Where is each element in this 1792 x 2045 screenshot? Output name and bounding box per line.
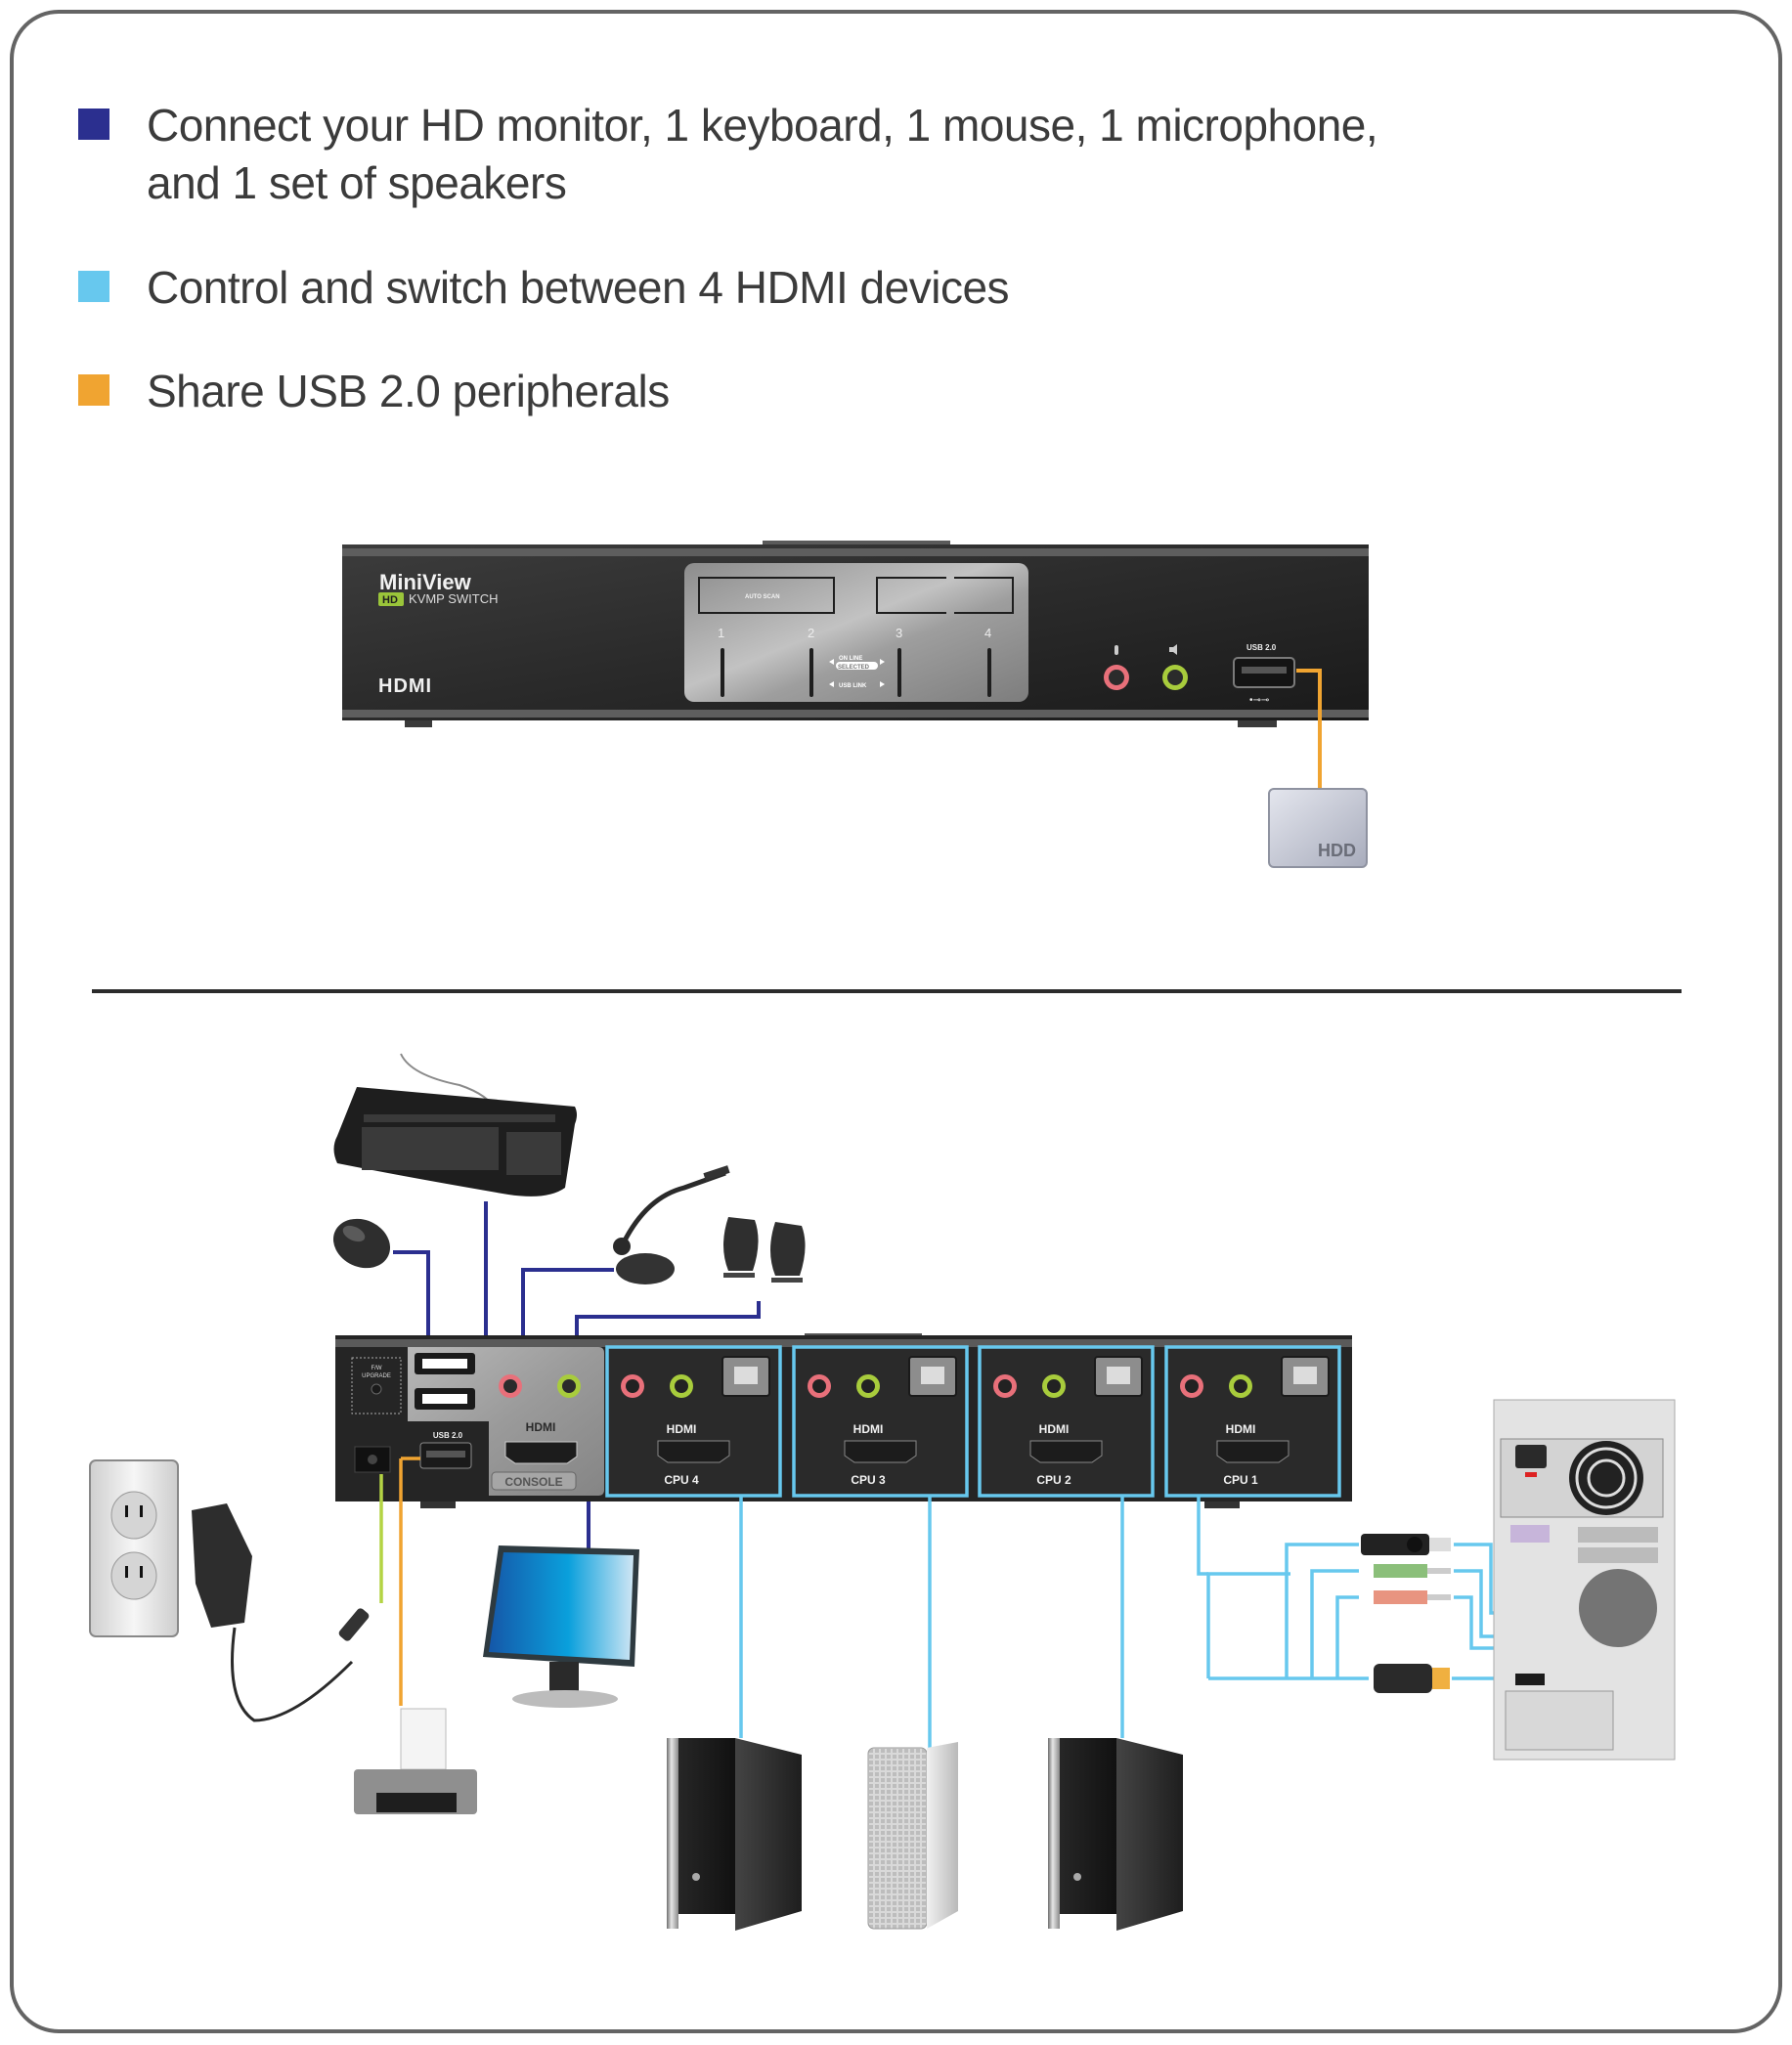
auto-scan-label: AUTO SCAN xyxy=(745,594,780,600)
bullet-square-orange-icon xyxy=(78,374,109,406)
microphone-device xyxy=(613,1165,730,1284)
usb-symbol-icon: •⊸⊸ xyxy=(1249,695,1269,706)
cpu-hdmi-port[interactable] xyxy=(844,1440,917,1463)
arrow-left-icon xyxy=(829,681,834,687)
computer-cpu4 xyxy=(667,1738,802,1931)
monitor-device xyxy=(483,1545,639,1708)
diagram-frame xyxy=(10,10,1782,2033)
led-bar-1-icon xyxy=(721,648,724,697)
computer-cpu2 xyxy=(1048,1738,1183,1931)
cpu-label: CPU 4 xyxy=(664,1473,699,1487)
cpu-label: CPU 3 xyxy=(851,1473,886,1487)
fw-upgrade-button[interactable] xyxy=(371,1383,382,1395)
cpu-cables xyxy=(739,1496,1290,1748)
led-bar-2-icon xyxy=(809,648,813,697)
hdd-device: HDD xyxy=(1268,788,1368,868)
kvm-front-panel: MiniView HD KVMP SWITCH HDMI AUTO SCAN 1… xyxy=(342,541,1369,868)
rear-usb-label: USB 2.0 xyxy=(433,1431,463,1440)
port-button-1[interactable] xyxy=(698,577,779,614)
usb-cable-hdd xyxy=(1296,669,1322,790)
usb-link-label: USB LINK xyxy=(839,683,867,689)
cpu-hdmi-port[interactable] xyxy=(657,1440,730,1463)
feature-text-continued: and 1 set of speakers xyxy=(147,157,567,208)
cpu-hdmi-port[interactable] xyxy=(1029,1440,1103,1463)
section-divider xyxy=(92,989,1682,993)
led-bar-3-icon xyxy=(897,648,901,697)
hdd-label: HDD xyxy=(1318,841,1356,860)
cpu-port-group-cpu3: HDMI CPU 3 xyxy=(792,1345,969,1498)
microphone-icon xyxy=(1115,645,1118,655)
fw-upgrade-label: UPGRADE xyxy=(362,1373,391,1379)
arrow-left-icon xyxy=(829,659,834,665)
feature-text: Connect your HD monitor, 1 keyboard, 1 m… xyxy=(147,100,1378,151)
power-adapter-device xyxy=(192,1503,370,1722)
computer-cpu3 xyxy=(867,1742,958,1930)
port-number-1: 1 xyxy=(718,626,724,640)
front-mic-jack[interactable] xyxy=(1104,645,1129,690)
arrow-right-icon xyxy=(880,681,885,687)
bullet-square-cyan-icon xyxy=(78,271,109,302)
speaker-icon xyxy=(1169,644,1177,655)
front-usb-label: USB 2.0 xyxy=(1246,643,1277,652)
cpu-hdmi-label: HDMI xyxy=(853,1422,884,1436)
connection-diagram: F/W UPGRADE HDMI CONSOLE USB 2.0 HDMI CPU… xyxy=(89,1053,1676,1931)
port-button-3[interactable] xyxy=(876,577,946,614)
port-button-4[interactable] xyxy=(954,577,1014,614)
port-button-2[interactable] xyxy=(779,577,835,614)
cpu-hdmi-port[interactable] xyxy=(1216,1440,1289,1463)
led-bar-4-icon xyxy=(987,648,991,697)
console-hdmi-label: HDMI xyxy=(526,1420,556,1434)
cpu-hdmi-label: HDMI xyxy=(1039,1422,1070,1436)
brand-logo: MiniView xyxy=(379,570,472,594)
arrow-right-icon xyxy=(880,659,885,665)
cpu-port-group-cpu2: HDMI CPU 2 xyxy=(978,1345,1155,1498)
mouse-device xyxy=(332,1218,391,1269)
cable-plugs xyxy=(1361,1534,1451,1693)
fw-label: F/W xyxy=(372,1366,382,1371)
keyboard-device xyxy=(333,1053,577,1197)
computer-cpu1-rear xyxy=(1493,1399,1676,1761)
feature-text: Control and switch between 4 HDMI device… xyxy=(147,262,1010,313)
cpu-label: CPU 2 xyxy=(1036,1473,1071,1487)
product-name: KVMP SWITCH xyxy=(409,591,499,606)
front-speaker-jack[interactable] xyxy=(1162,644,1188,690)
feature-text: Share USB 2.0 peripherals xyxy=(147,366,670,416)
cpu-hdmi-label: HDMI xyxy=(1226,1422,1256,1436)
port-selection-pad xyxy=(684,563,1028,702)
console-hdmi-port[interactable] xyxy=(504,1441,578,1464)
cpu1-breakout-cables xyxy=(1208,1543,1540,1680)
on-line-label: ON LINE xyxy=(839,656,862,662)
hdmi-logo: HDMI xyxy=(378,675,432,697)
cpu-port-group-cpu4: HDMI CPU 4 xyxy=(605,1345,782,1498)
console-label: CONSOLE xyxy=(504,1475,562,1489)
cpu-port-group-cpu1: HDMI CPU 1 xyxy=(1164,1345,1341,1498)
port-number-2: 2 xyxy=(808,626,814,640)
hd-badge-icon xyxy=(378,592,404,606)
port-number-4: 4 xyxy=(984,626,991,640)
bullet-square-navy-icon xyxy=(78,109,109,140)
port-number-3: 3 xyxy=(896,626,902,640)
hd-badge-text: HD xyxy=(382,594,398,606)
printer-device xyxy=(354,1708,477,1814)
wall-outlet-device xyxy=(89,1459,179,1637)
speakers-device xyxy=(723,1217,806,1283)
cpu-hdmi-label: HDMI xyxy=(667,1422,697,1436)
selected-label: SELECTED xyxy=(838,665,870,671)
fw-upgrade-box xyxy=(351,1357,402,1414)
cpu-label: CPU 1 xyxy=(1223,1473,1258,1487)
